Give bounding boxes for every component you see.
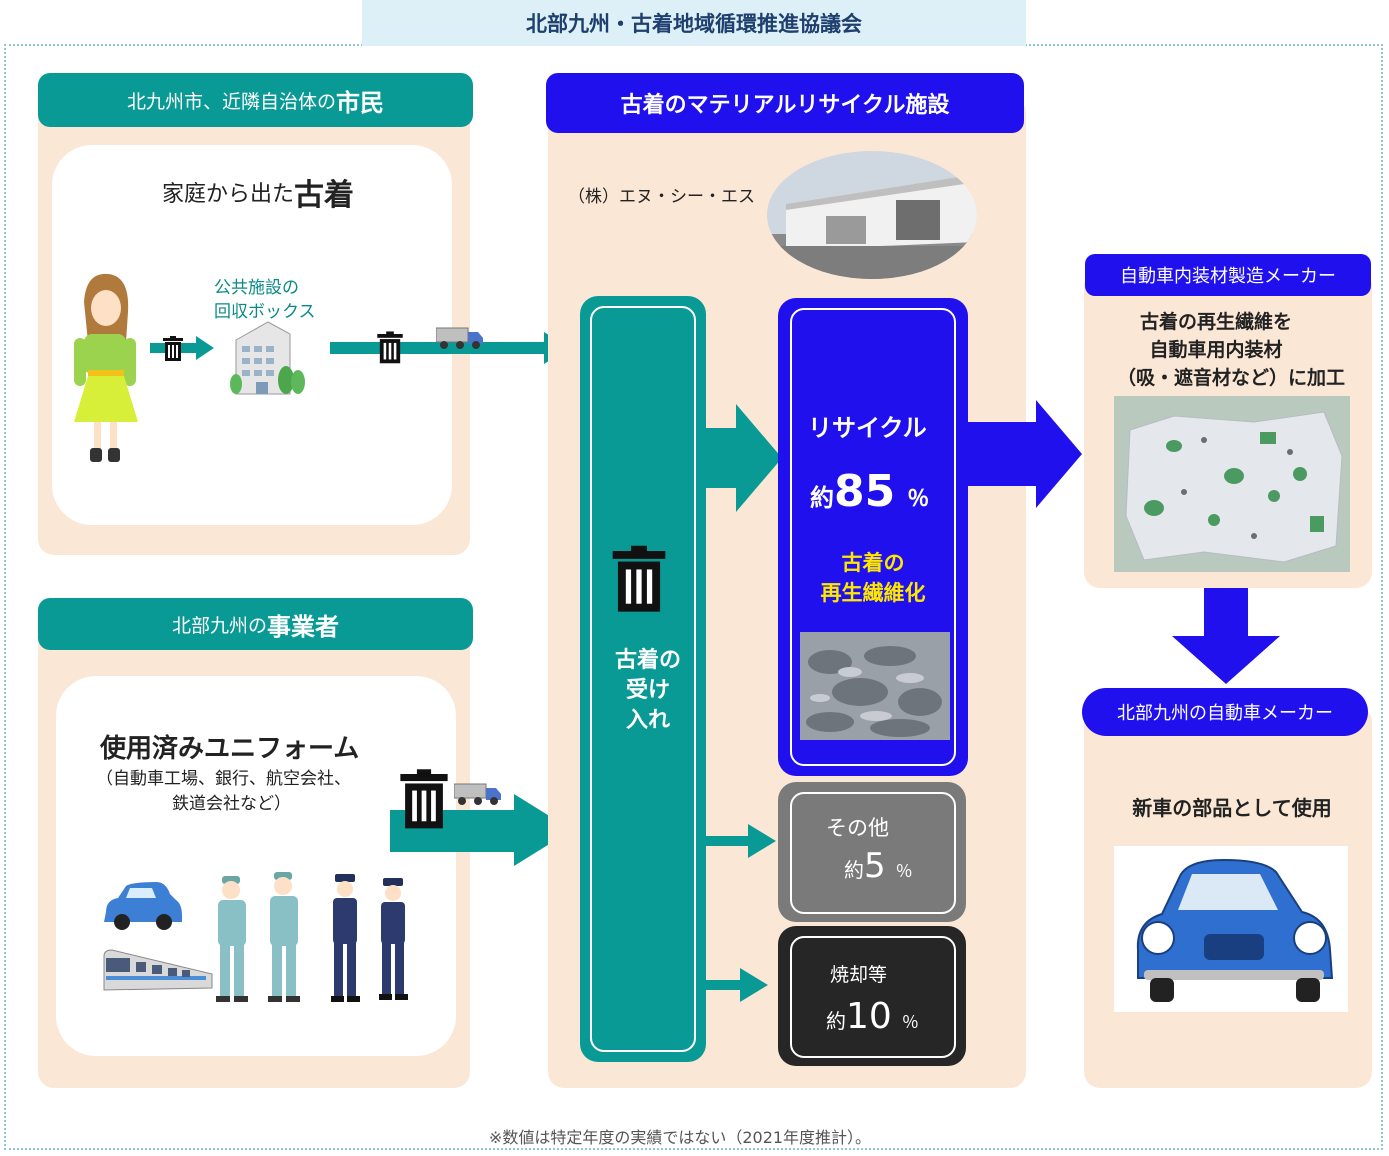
businesses-heading-strong: 事業者 — [267, 612, 339, 641]
other-box-inner — [790, 792, 956, 914]
box-label-line2: 回収ボックス — [214, 302, 316, 322]
incinerate-value: 10 — [846, 996, 892, 1037]
businesses-heading: 北部九州の事業者 — [38, 598, 473, 650]
footnote: ※数値は特定年度の実績ではない（2021年度推計）。 — [488, 1128, 872, 1147]
car-maker-heading: 北部九州の自動車メーカー — [1082, 688, 1368, 736]
interior-maker-heading: 自動車内装材製造メーカー — [1085, 254, 1371, 296]
incinerate-box-inner — [790, 936, 956, 1058]
receive-label: 古着の 受け 入れ — [590, 646, 706, 736]
other-prefix: 約 — [844, 858, 864, 882]
other-label: その他 — [826, 816, 889, 840]
interior-desc-line3: （吸・遮音材など）に加工 — [1116, 367, 1345, 389]
recycle-desc-line1: 古着の — [841, 551, 905, 575]
box-label-line1: 公共施設の — [214, 278, 299, 298]
receive-line1: 古着の — [614, 648, 681, 673]
incinerate-unit: ％ — [901, 1013, 919, 1033]
recycle-label: リサイクル — [808, 414, 927, 442]
receive-column — [580, 296, 706, 1062]
truck-icon — [454, 783, 501, 805]
train-icon — [103, 949, 213, 991]
car-maker-desc: 新車の部品として使用 — [1132, 796, 1332, 820]
arrow-to-other — [706, 824, 776, 858]
incinerate-label: 焼却等 — [830, 964, 888, 986]
citizens-heading-prefix: 北九州市、近隣自治体の — [126, 90, 336, 113]
truck-icon — [436, 327, 483, 349]
receive-line2: 受け — [625, 678, 670, 703]
interior-desc-line1: 古着の再生繊維を — [1139, 311, 1292, 333]
recycle-box-inner — [790, 308, 956, 766]
other-value: 5 — [864, 846, 886, 886]
uniform-title: 使用済みユニフォーム — [100, 734, 360, 764]
trash-can-icon — [163, 336, 183, 361]
recycled-fiber-photo — [800, 632, 950, 740]
citizens-title-strong: 古着 — [294, 178, 354, 213]
other-box — [778, 782, 966, 922]
recycle-desc: 古着の 再生繊維化 — [790, 548, 956, 608]
incinerate-box — [778, 926, 966, 1066]
citizens-card-title: 家庭から出た古着 — [52, 170, 464, 214]
factory-photo — [767, 151, 977, 279]
arrow-interior-to-carmaker — [1172, 588, 1280, 684]
recycle-desc-line2: 再生繊維化 — [820, 581, 926, 605]
collection-box-label: 公共施設の 回収ボックス — [214, 276, 316, 324]
small-car-icon — [104, 882, 182, 930]
recycle-unit: ％ — [907, 487, 930, 512]
receive-line3: 入れ — [625, 708, 670, 733]
incinerate-prefix: 約 — [826, 1009, 846, 1033]
trash-can-icon — [400, 769, 448, 829]
receive-column-inner — [590, 306, 696, 1052]
interior-maker-desc: 古着の再生繊維を 自動車用内装材 （吸・遮音材など）に加工 — [1084, 308, 1348, 392]
businesses-heading-prefix: 北部九州の — [171, 614, 267, 637]
facility-heading: 古着のマテリアルリサイクル施設 — [546, 73, 1024, 133]
uniform-sub-line2: 鉄道会社など） — [172, 794, 291, 814]
citizens-heading: 北九州市、近隣自治体の市民 — [38, 73, 473, 127]
recycle-value: 85 — [834, 466, 896, 517]
interior-desc-line2: 自動車用内装材 — [1149, 339, 1283, 361]
incinerate-percent: 約10 ％ — [826, 996, 919, 1037]
workers-illustration — [216, 872, 408, 1002]
car-photo — [1114, 846, 1348, 1012]
page-title: 北部九州・古着地域循環推進協議会 — [362, 0, 1026, 46]
other-unit: ％ — [895, 862, 913, 882]
building-icon — [230, 321, 305, 395]
woman-illustration — [74, 273, 138, 462]
arrow-to-incinerate — [706, 968, 768, 1002]
trash-can-icon — [612, 545, 666, 612]
company-name: （株）エヌ・シー・エス — [568, 187, 755, 207]
citizens-heading-strong: 市民 — [336, 88, 384, 117]
recycle-percent: 約85 ％ — [810, 466, 929, 517]
other-percent: 約5 ％ — [844, 846, 913, 886]
trash-can-icon — [377, 331, 403, 364]
uniform-sub-line1: （自動車工場、銀行、航空会社、 — [96, 769, 351, 789]
arrow-recycle-to-interior — [966, 400, 1082, 508]
interior-material-photo — [1114, 396, 1350, 572]
recycle-prefix: 約 — [810, 484, 834, 512]
arrow-to-recycle — [706, 404, 782, 512]
citizens-title-prefix: 家庭から出た — [161, 182, 294, 207]
